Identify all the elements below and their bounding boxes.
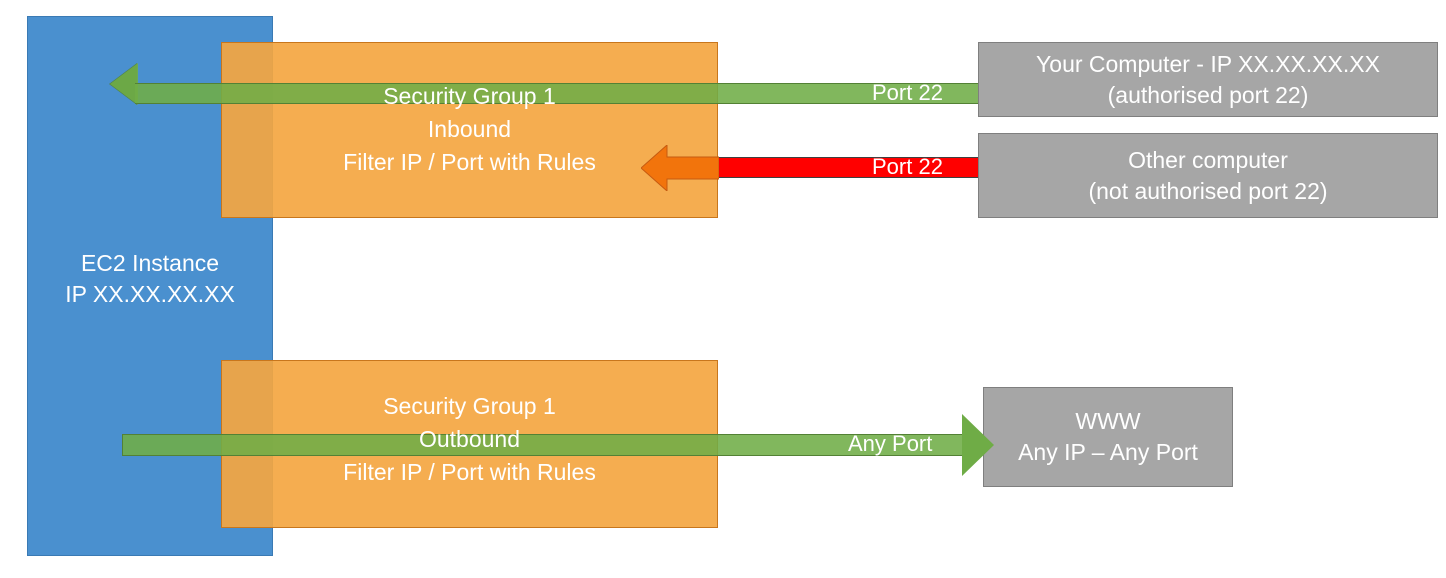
allowed-outbound-flow-bar <box>122 434 968 456</box>
endpoint-your-computer: Your Computer - IP XX.XX.XX.XX (authoris… <box>978 42 1438 117</box>
allowed-inbound-flow-bar <box>135 83 978 104</box>
endpoint-www: WWW Any IP – Any Port <box>983 387 1233 487</box>
endpoint-other-computer: Other computer (not authorised port 22) <box>978 133 1438 218</box>
www-detail: Any IP – Any Port <box>1018 439 1198 465</box>
your-computer-auth: (authorised port 22) <box>1107 81 1309 108</box>
ec2-instance-name: EC2 Instance <box>80 250 220 276</box>
other-computer-name: Other computer <box>1128 146 1288 173</box>
your-computer-name: Your Computer - IP XX.XX.XX.XX <box>1036 50 1380 77</box>
other-computer-auth: (not authorised port 22) <box>1088 177 1328 204</box>
allowed-outbound-arrowhead-icon <box>962 414 994 476</box>
ec2-instance-label: EC2 Instance IP XX.XX.XX.XX <box>27 248 273 310</box>
ec2-instance-ip: IP XX.XX.XX.XX <box>65 281 235 307</box>
blocked-inbound-arrow-icon <box>641 145 719 191</box>
security-group-inbound-box <box>221 42 718 218</box>
allowed-inbound-arrowhead-icon <box>110 63 138 105</box>
blocked-inbound-flow-bar <box>718 157 978 178</box>
www-name: WWW <box>1075 408 1141 434</box>
